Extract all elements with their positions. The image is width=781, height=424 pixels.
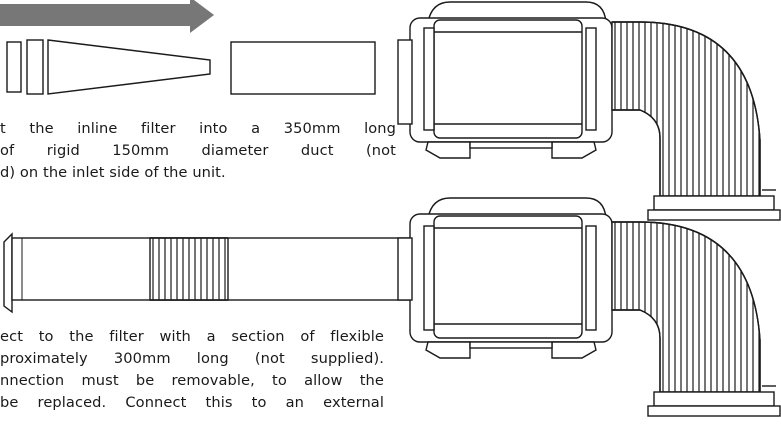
fan-unit-top	[397, 1, 781, 221]
instruction-line: of rigid 150mm diameter duct (not	[0, 142, 396, 159]
flexible-duct-corrugation	[149, 237, 229, 301]
fan-unit-bottom	[397, 197, 781, 417]
unit-base-left	[425, 141, 471, 159]
instruction-line: proximately 300mm long (not supplied).	[0, 350, 384, 367]
outlet-collar-bottom	[653, 391, 775, 407]
flexible-duct-run	[3, 232, 418, 314]
inlet-spigot-2	[397, 237, 413, 301]
unit-top-lid-2	[427, 197, 607, 219]
instruction-line: ect to the filter with a section of flex…	[0, 328, 384, 345]
instruction-filter-install: t the inline filter into a 350mm long of…	[0, 118, 396, 184]
flexible-elbow-bottom	[611, 221, 761, 393]
outlet-collar-top	[653, 195, 775, 211]
filter-assembly-diagram	[6, 39, 376, 95]
filter-end-ring	[6, 41, 22, 93]
instruction-line: nnection must be removable, to allow the	[0, 372, 384, 389]
instruction-line: d) on the inlet side of the unit.	[0, 164, 226, 181]
direction-arrow-icon	[0, 0, 214, 33]
flexible-elbow-top	[611, 21, 761, 197]
unit-top-lid	[427, 1, 607, 23]
unit-base-right-2	[551, 341, 597, 359]
filter-cone	[47, 39, 211, 95]
unit-base-right	[551, 141, 597, 159]
unit-base-left-2	[425, 341, 471, 359]
rigid-duct-section	[230, 41, 376, 95]
inlet-spigot	[397, 39, 413, 125]
instruction-line: t the inline filter into a 350mm long	[0, 120, 396, 137]
instruction-line: be replaced. Connect this to an external	[0, 394, 384, 411]
instruction-flexible-duct: ect to the filter with a section of flex…	[0, 326, 384, 414]
filter-collar	[26, 39, 44, 95]
